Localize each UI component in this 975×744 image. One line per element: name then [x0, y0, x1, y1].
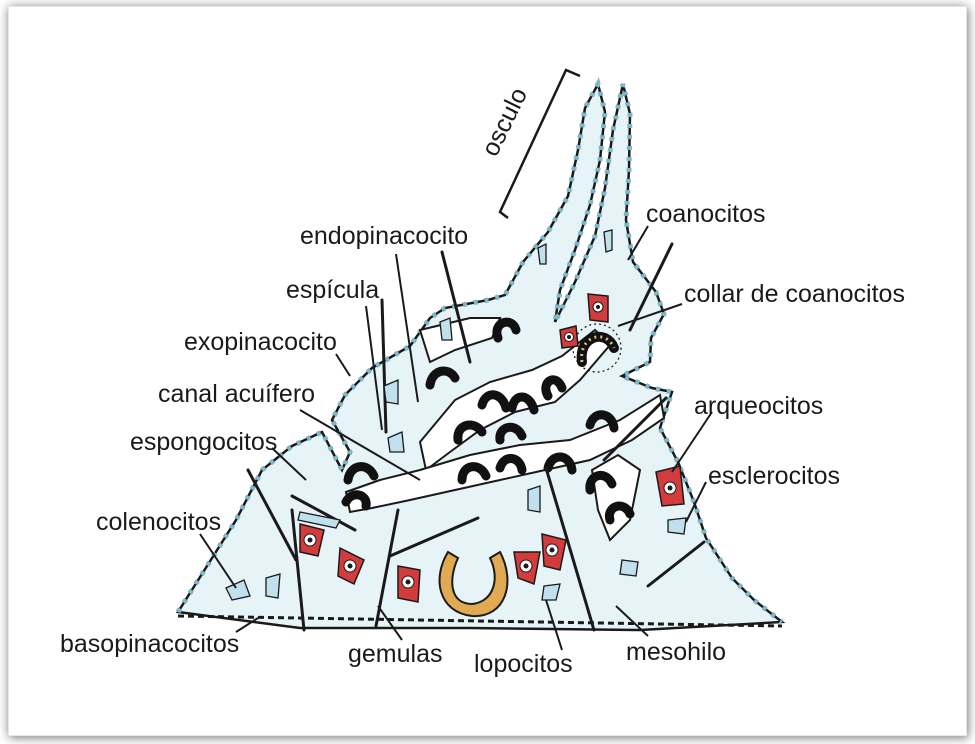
label-gemulas: gemulas [348, 640, 443, 668]
archaeocyte-cell [560, 326, 578, 348]
sponge-wall [178, 84, 782, 630]
label-collar-de-coanocitos: collar de coanocitos [684, 280, 905, 308]
label-mesohilo: mesohilo [626, 638, 726, 666]
label-basopinacocitos: basopinacocitos [60, 630, 239, 658]
archaeocyte-cell [398, 566, 420, 602]
label-lopocitos: lopocitos [474, 650, 573, 678]
archaeocyte-cell [656, 466, 684, 506]
leader-arqueocitos [672, 412, 712, 472]
leader-exopinacocito [336, 354, 350, 376]
label-espongocitos: espongocitos [130, 428, 277, 456]
esclerocito-cell [668, 518, 686, 534]
mesohyl-cell [604, 230, 612, 252]
mesohyl-cell [620, 560, 638, 576]
mesohyl-cell [538, 244, 546, 264]
label-osculo: osculo [476, 83, 533, 160]
mesohyl-cell [528, 486, 540, 512]
archaeocyte-cell [588, 294, 608, 322]
label-colenocitos: colenocitos [96, 508, 221, 536]
label-espicula: espícula [286, 276, 379, 304]
mesohyl-cell [266, 574, 280, 598]
label-esclerocitos: esclerocitos [708, 462, 840, 490]
mesohyl-cell [440, 318, 452, 340]
sponge-body [178, 84, 782, 630]
label-arqueocitos: arqueocitos [694, 392, 823, 420]
label-canal-acuifero: canal acuífero [158, 380, 315, 408]
label-coanocitos: coanocitos [646, 200, 766, 228]
label-endopinacocito: endopinacocito [300, 222, 468, 250]
label-exopinacocito: exopinacocito [184, 328, 337, 356]
